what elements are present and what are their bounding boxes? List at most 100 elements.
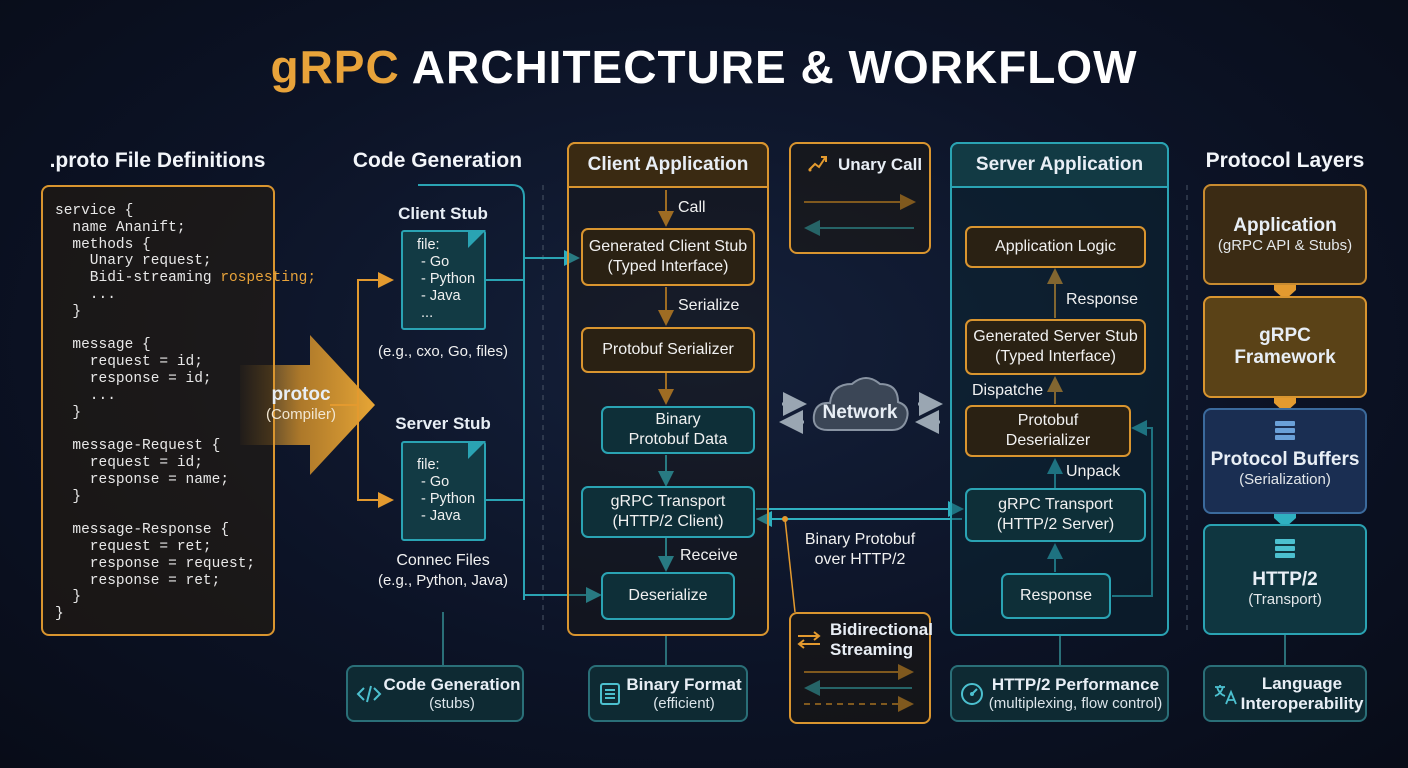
protobuf-deserializer: Protobuf Deserializer xyxy=(965,405,1131,457)
server-stub-note-2: (e.g., Python, Java) xyxy=(377,572,509,589)
unary-call-icon xyxy=(806,152,828,174)
client-file-content: file: - Go - Python - Java ... xyxy=(417,237,476,321)
protoc-sub: (Compiler) xyxy=(265,406,336,423)
generated-client-stub: Generated Client Stub (Typed Interface) xyxy=(581,228,755,286)
proto-file-panel: service { name Ananift; methods { Unary … xyxy=(41,185,316,636)
feature-http-sub: (multiplexing, flow control) xyxy=(988,695,1163,712)
proto-code-line: } xyxy=(55,303,82,320)
layer-grpc-framework: gRPC Framework xyxy=(1203,296,1367,398)
server-transport-line-1: gRPC Transport xyxy=(998,496,1113,513)
proto-code-line: request = id; xyxy=(55,354,203,371)
bidi-line-2: Streaming xyxy=(830,640,914,659)
deser-line-2: Deserializer xyxy=(1005,432,1091,449)
server-stub-title: Server Stub xyxy=(395,414,491,433)
binary-protobuf-data: Binary Protobuf Data xyxy=(601,406,755,454)
feature-binary-sub: (efficient) xyxy=(653,695,715,712)
feature-codegen-sub: (stubs) xyxy=(429,695,475,712)
proto-code-line: request = id; xyxy=(55,454,203,471)
dispatch-label: Dispatche xyxy=(972,382,1044,399)
feature-lang-title-2: Interoperability xyxy=(1240,693,1364,713)
proto-code-line: Unary request; xyxy=(55,253,212,270)
feature-http-title: HTTP/2 Performance xyxy=(991,675,1160,694)
database-icon xyxy=(1273,420,1297,442)
binary-line-2: Protobuf Data xyxy=(628,431,728,448)
layer-http-title: HTTP/2 xyxy=(1252,569,1318,590)
feature-binary-title: Binary Format xyxy=(626,675,742,694)
server-stub-line-1: Generated Server Stub xyxy=(973,328,1138,345)
proto-code-line: request = ret; xyxy=(55,538,212,555)
code-icon xyxy=(356,685,382,702)
protobuf-serializer: Protobuf Serializer xyxy=(581,327,755,373)
document-icon xyxy=(600,682,620,705)
layer-http-sub: (Transport) xyxy=(1248,591,1322,608)
bidi-icon xyxy=(796,629,822,651)
client-stub-title: Client Stub xyxy=(398,204,488,223)
layer-framework-title-2: Framework xyxy=(1234,347,1336,368)
gauge-icon xyxy=(961,682,983,705)
deser-line-1: Protobuf xyxy=(1017,412,1079,429)
bidi-streaming-panel xyxy=(789,612,931,724)
proto-code: service { name Ananift; methods { Unary … xyxy=(55,203,316,623)
network-cloud-icon xyxy=(810,368,910,438)
deserialize-box: Deserialize xyxy=(601,572,735,620)
bidi-label: Bidirectional Streaming xyxy=(830,620,933,660)
page-title: gRPC ARCHITECTURE & WORKFLOW xyxy=(0,40,1408,94)
server-response-box: Response xyxy=(1001,573,1111,619)
server-stub-line-2: (Typed Interface) xyxy=(995,348,1116,365)
call-label: Call xyxy=(678,199,706,216)
proto-code-line: } xyxy=(55,404,82,421)
proto-code-line: response = ret; xyxy=(55,572,221,589)
feature-http2-performance: HTTP/2 Performance(multiplexing, flow co… xyxy=(950,665,1169,722)
binary-line-1: Binary xyxy=(655,411,701,428)
proto-code-line: response = name; xyxy=(55,471,230,488)
protoc-name: protoc xyxy=(271,384,331,405)
feature-codegen-title: Code Generation xyxy=(383,675,521,694)
server-response-label: Response xyxy=(1066,291,1139,308)
translate-icon xyxy=(1214,684,1237,704)
unary-call-panel xyxy=(789,142,931,254)
feature-binary-format: Binary Format(efficient) xyxy=(588,665,748,722)
unpack-label: Unpack xyxy=(1066,463,1121,480)
client-stub-line-1: Generated Client Stub xyxy=(588,238,748,255)
client-stub-note: (e.g., cxo, Go, files) xyxy=(377,343,509,360)
layer-application-sub: (gRPC API & Stubs) xyxy=(1217,237,1353,254)
proto-code-line: methods { xyxy=(55,236,151,253)
proto-code-line: } xyxy=(55,488,82,505)
server-application-panel xyxy=(950,142,1169,636)
server-application-heading: Server Application xyxy=(950,142,1169,188)
server-file-icon: file: - Go - Python - Java xyxy=(401,441,486,541)
layer-application-title: Application xyxy=(1233,215,1337,236)
wire-label-2: over HTTP/2 xyxy=(814,551,906,568)
client-application-panel xyxy=(567,142,769,636)
client-application-heading: Client Application xyxy=(567,142,769,188)
wire-label-1: Binary Protobuf xyxy=(804,531,916,548)
proto-code-line: ... xyxy=(55,286,116,303)
proto-code-line: service { xyxy=(55,203,134,219)
server-file-content: file: - Go - Python - Java xyxy=(417,457,476,524)
unary-call-label: Unary Call xyxy=(838,155,923,174)
proto-code-line: message { xyxy=(55,337,151,354)
feature-code-generation: Code Generation(stubs) xyxy=(346,665,524,722)
receive-label: Receive xyxy=(680,547,738,564)
layer-framework-title-1: gRPC xyxy=(1259,325,1311,346)
protoc-label: protoc (Compiler) xyxy=(256,384,346,423)
application-logic: Application Logic xyxy=(965,226,1146,268)
client-transport-line-1: gRPC Transport xyxy=(610,493,726,510)
client-transport-line-2: (HTTP/2 Client) xyxy=(612,513,724,530)
grpc-transport-client: gRPC Transport (HTTP/2 Client) xyxy=(581,486,755,538)
protocol-layers-heading: Protocol Layers xyxy=(1205,149,1365,172)
layer-pb-title: Protocol Buffers xyxy=(1210,448,1360,470)
proto-code-line xyxy=(55,505,273,522)
title-rest: ARCHITECTURE & WORKFLOW xyxy=(411,41,1138,93)
server-transport-line-2: (HTTP/2 Server) xyxy=(996,516,1115,533)
grpc-transport-server: gRPC Transport (HTTP/2 Server) xyxy=(965,488,1146,542)
title-accent: gRPC xyxy=(270,41,400,93)
proto-code-line: ... xyxy=(55,387,116,404)
server-stub-note-1: Connec Files xyxy=(396,552,490,569)
proto-code-line: message-Response { xyxy=(55,522,230,539)
client-stub-line-2: (Typed Interface) xyxy=(607,258,729,275)
proto-code-line xyxy=(55,321,273,338)
proto-code-line: response = request; xyxy=(55,555,256,572)
codegen-heading: Code Generation xyxy=(352,149,523,172)
